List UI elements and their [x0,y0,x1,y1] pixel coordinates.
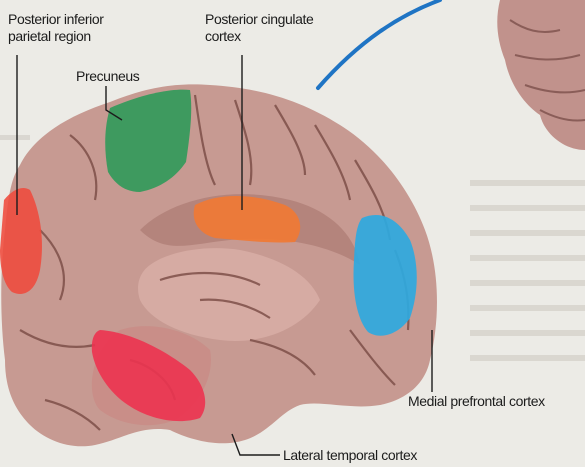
label-posterior-cingulate-line2: cortex [205,28,313,45]
label-medial-prefrontal: Medial prefrontal cortex [408,393,545,410]
label-posterior-cingulate-line1: Posterior cingulate [205,11,313,28]
label-precuneus: Precuneus [76,68,139,85]
secondary-brain-view [497,0,585,150]
label-posterior-cingulate: Posterior cingulate cortex [205,11,313,45]
label-lateral-temporal: Lateral temporal cortex [283,447,417,464]
label-posterior-inferior-parietal: Posterior inferior parietal region [8,11,104,45]
label-posterior-inferior-parietal-line1: Posterior inferior [8,11,104,28]
arrow-line [318,0,440,88]
label-posterior-inferior-parietal-line2: parietal region [8,28,104,45]
